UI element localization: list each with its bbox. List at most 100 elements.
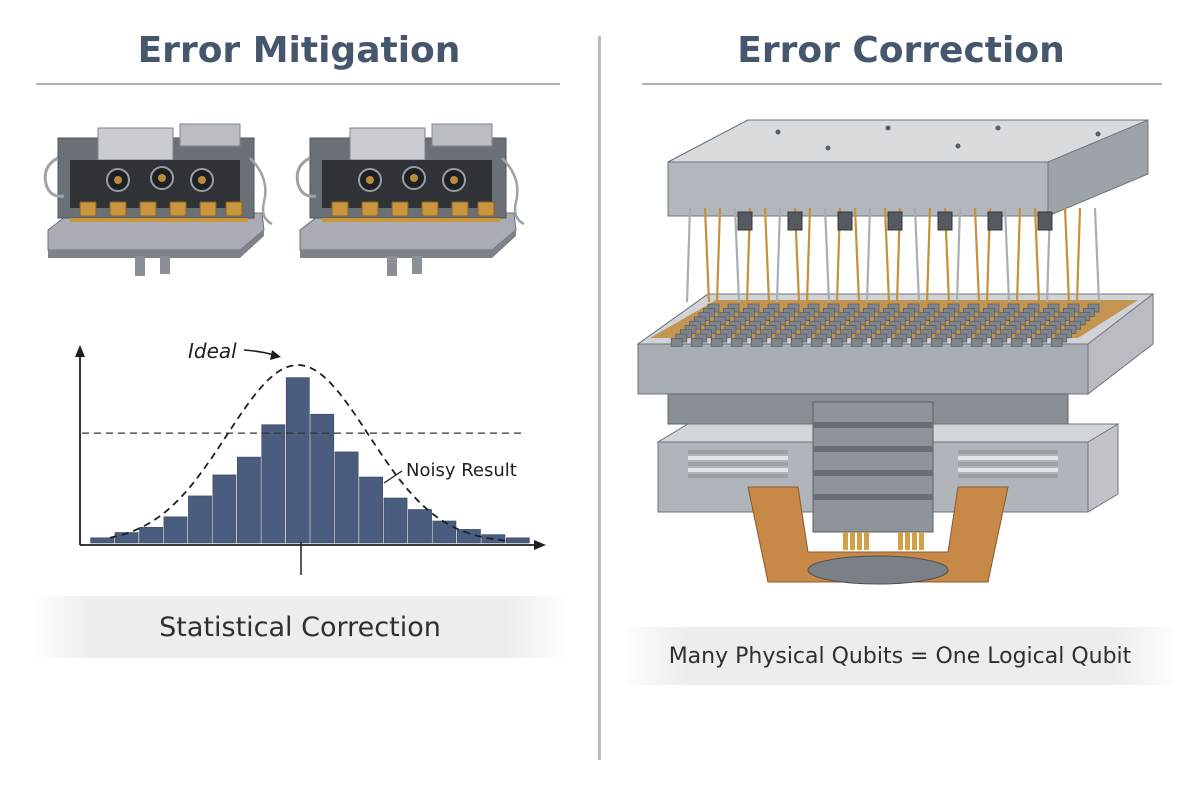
many-physical-qubits-caption: Many Physical Qubits = One Logical Qubit <box>668 643 1132 669</box>
histogram-bar <box>188 495 212 544</box>
gold-wire <box>925 207 932 303</box>
central-cylinder <box>812 401 934 533</box>
silver-coil <box>913 207 921 303</box>
physical-qubit <box>850 338 863 347</box>
ideal-arrowhead <box>270 350 281 360</box>
module-cable <box>501 157 525 226</box>
screw <box>1095 131 1101 137</box>
module-top-block <box>431 123 493 147</box>
module-lens-core <box>450 176 458 184</box>
qubit-module <box>43 123 273 276</box>
stack-layer <box>688 474 788 478</box>
cylinder-ring <box>813 470 933 476</box>
left-caption-band: Statistical Correction <box>30 596 570 658</box>
physical-qubit <box>750 338 763 347</box>
module-leg <box>160 256 170 274</box>
stack-layer <box>688 456 788 460</box>
histogram-bar <box>285 377 310 544</box>
gold-pin <box>919 532 924 550</box>
right-caption-band: Many Physical Qubits = One Logical Qubit <box>620 627 1180 685</box>
connector <box>937 211 953 231</box>
gold-pin <box>850 532 855 550</box>
physical-qubit <box>890 338 903 347</box>
ideal-label: Ideal <box>188 339 237 363</box>
histogram-bar <box>163 516 188 544</box>
gold-wire <box>763 207 771 303</box>
module-lens-core <box>158 174 166 182</box>
error-mitigation-title: Error Mitigation <box>137 30 461 71</box>
connector <box>837 211 853 231</box>
module-gold-component <box>109 201 127 217</box>
physical-qubit-grid <box>670 303 1100 347</box>
gold-pin <box>843 532 848 550</box>
silver-coil <box>865 207 872 303</box>
module-top-block <box>349 127 426 161</box>
module-gold-component <box>225 201 243 217</box>
screw <box>885 125 891 131</box>
module-base-edge <box>48 230 264 258</box>
module-gold-component <box>331 201 349 217</box>
bottom-disk <box>807 555 949 585</box>
histogram-bar <box>310 413 335 544</box>
gold-wire <box>703 207 711 303</box>
connector <box>887 211 903 231</box>
x-axis-arrow <box>534 540 546 550</box>
module-gold-component <box>451 201 469 217</box>
module-gold-component <box>169 201 187 217</box>
gold-wire <box>1015 207 1022 303</box>
gold-wire <box>883 207 891 303</box>
qubit-modules-illustration <box>43 123 525 276</box>
module-cable <box>43 156 65 198</box>
gold-wire <box>1075 207 1082 303</box>
physical-qubit <box>710 338 723 347</box>
stack-layer <box>958 468 1058 472</box>
noisy-result-pointer <box>383 470 403 484</box>
noisy-result-label: Noisy Result <box>406 460 517 481</box>
statistical-correction-caption: Statistical Correction <box>159 611 441 643</box>
screw <box>995 125 1001 131</box>
module-gold-trace <box>70 218 248 222</box>
left-title-rule <box>36 83 560 85</box>
histogram-bar <box>432 520 457 544</box>
histogram-bar <box>408 509 432 544</box>
histogram-bar <box>383 497 408 544</box>
gold-wire <box>1063 207 1071 303</box>
physical-qubit <box>910 338 923 347</box>
physical-qubit <box>990 338 1003 347</box>
module-lens-core <box>366 176 374 184</box>
module-leg <box>135 256 145 276</box>
ideal-arrow <box>243 349 275 356</box>
stack-layer <box>688 468 788 472</box>
cylinder-ring <box>813 494 933 500</box>
connector <box>1037 211 1053 231</box>
error-correction-panel: Error Correction Many Physical Qubits = … <box>602 0 1200 800</box>
logical-qubit-device-illustration <box>636 119 1155 585</box>
physical-qubit <box>1050 338 1063 347</box>
connector <box>737 211 753 231</box>
physical-qubit <box>790 338 803 347</box>
module-lens-core <box>198 176 206 184</box>
histogram-bar <box>90 537 115 544</box>
physical-qubit <box>970 338 983 347</box>
physical-qubit <box>870 338 883 347</box>
physical-qubit <box>670 338 683 347</box>
histogram-bar <box>261 424 286 544</box>
stack-layer <box>688 450 788 454</box>
gold-pin <box>912 532 917 550</box>
qubit-array-plate-front <box>637 343 1089 395</box>
cylinder-ring <box>813 422 933 428</box>
stack-layer <box>958 450 1058 454</box>
gold-wire <box>973 207 981 303</box>
physical-qubit <box>830 338 843 347</box>
stack-layer <box>958 474 1058 478</box>
gold-wire <box>805 207 812 303</box>
physical-qubit <box>1030 338 1043 347</box>
right-title-rule <box>642 83 1162 85</box>
stack-layer <box>688 462 788 466</box>
module-gold-component <box>79 201 97 217</box>
ideal-curve <box>109 364 511 542</box>
gold-pin <box>864 532 869 550</box>
center-divider <box>598 36 601 760</box>
module-cable <box>295 156 317 198</box>
module-leg <box>387 256 397 276</box>
